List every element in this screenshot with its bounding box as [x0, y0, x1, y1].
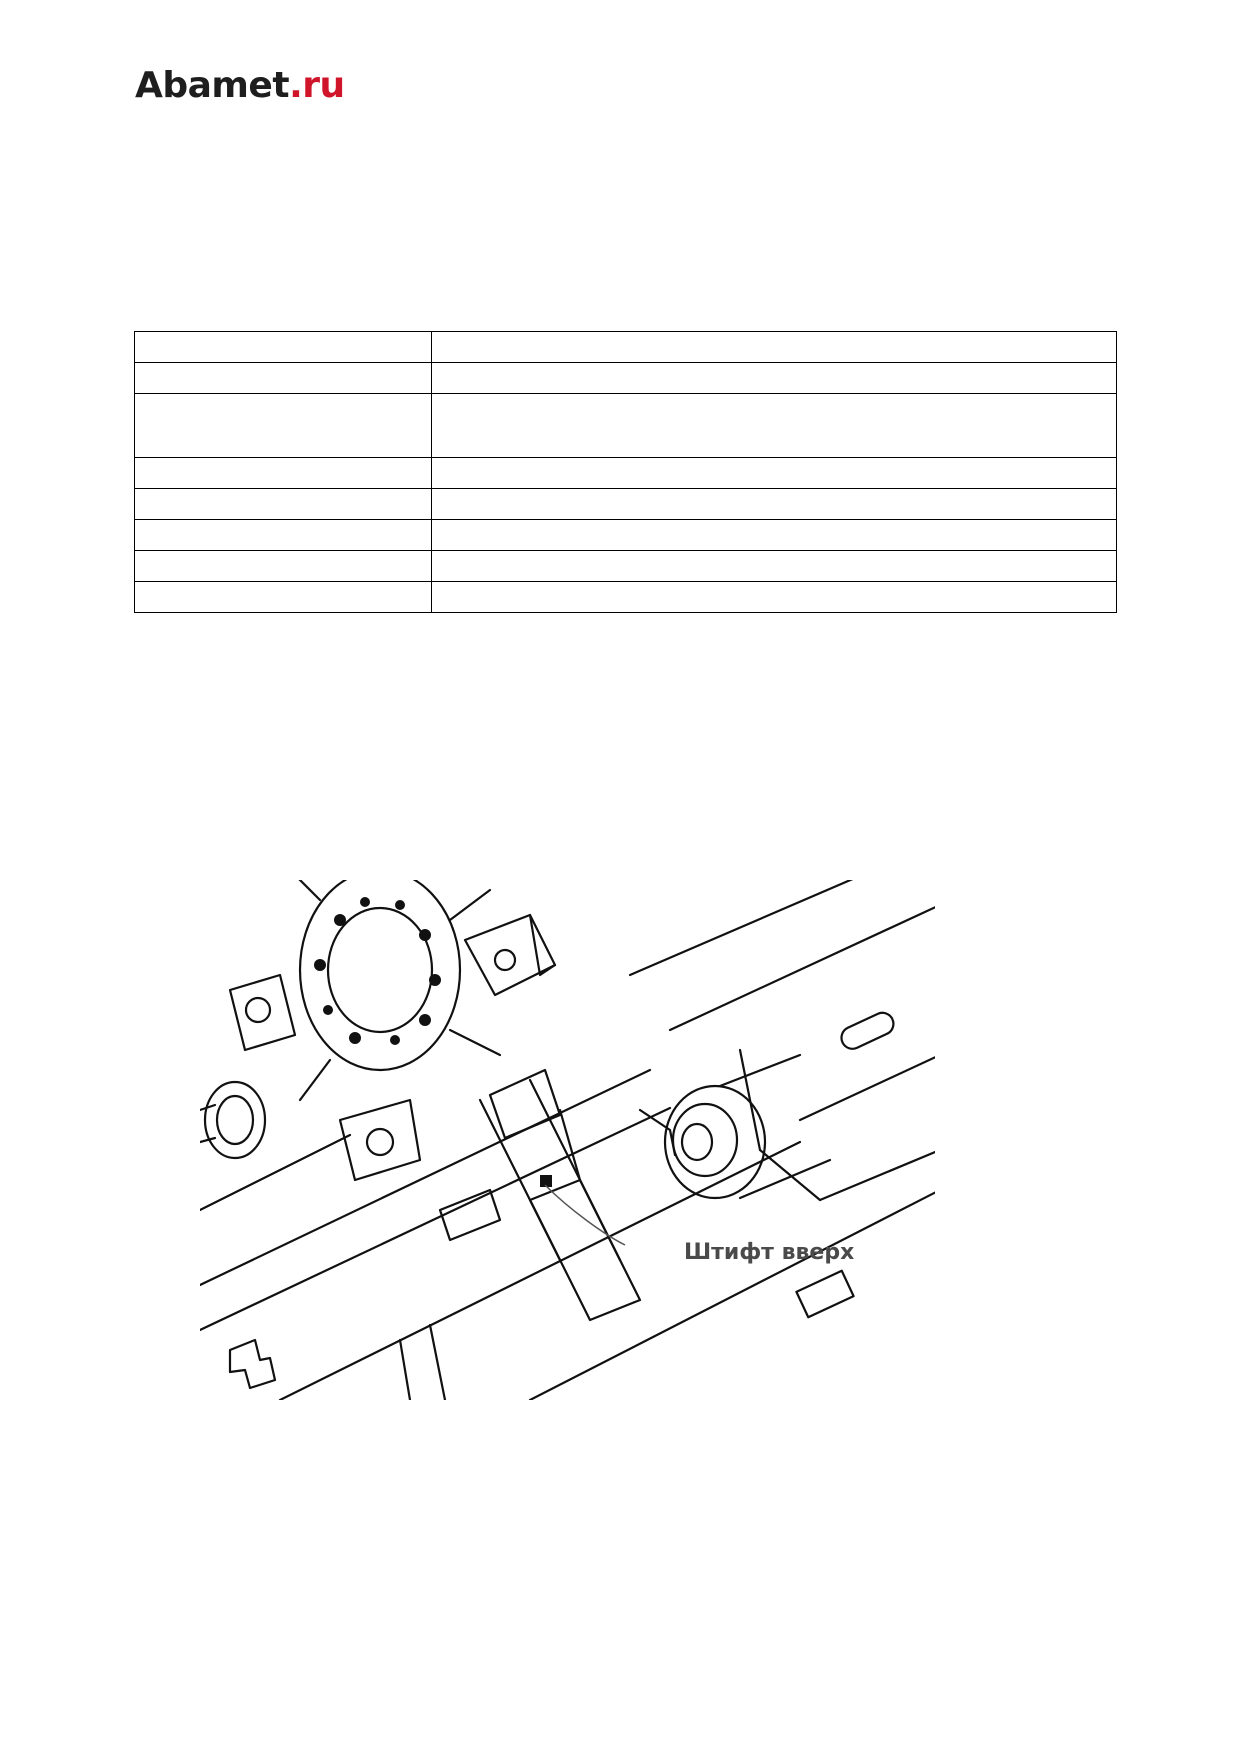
table-cell [431, 550, 1117, 582]
logo-brand: Abamet [135, 65, 290, 106]
table-row [134, 581, 1117, 613]
table-row [134, 519, 1117, 551]
table-row [134, 331, 1117, 363]
table-cell [431, 488, 1117, 520]
table-cell [134, 362, 432, 394]
table-cell [134, 331, 432, 363]
table-cell [134, 550, 432, 582]
logo-dot: . [289, 65, 303, 106]
table-cell [134, 581, 432, 613]
spec-table [134, 331, 1117, 613]
table-cell [134, 488, 432, 520]
logo-tld: ru [302, 65, 345, 106]
table-cell [134, 393, 432, 458]
site-logo: Abamet.ru [135, 68, 345, 104]
table-cell [134, 457, 432, 489]
table-row [134, 457, 1117, 489]
table-cell [431, 331, 1117, 363]
table-cell [431, 362, 1117, 394]
table-row [134, 393, 1117, 458]
figure-label: Штифт вверх [684, 1240, 855, 1265]
table-cell [431, 393, 1117, 458]
lathe-line-art [200, 880, 935, 1400]
table-cell [431, 457, 1117, 489]
table-row [134, 488, 1117, 520]
table-cell [431, 581, 1117, 613]
table-row [134, 550, 1117, 582]
table-row [134, 362, 1117, 394]
lathe-turret-drawing: Штифт вверх [200, 880, 935, 1400]
table-cell [134, 519, 432, 551]
table-cell [431, 519, 1117, 551]
